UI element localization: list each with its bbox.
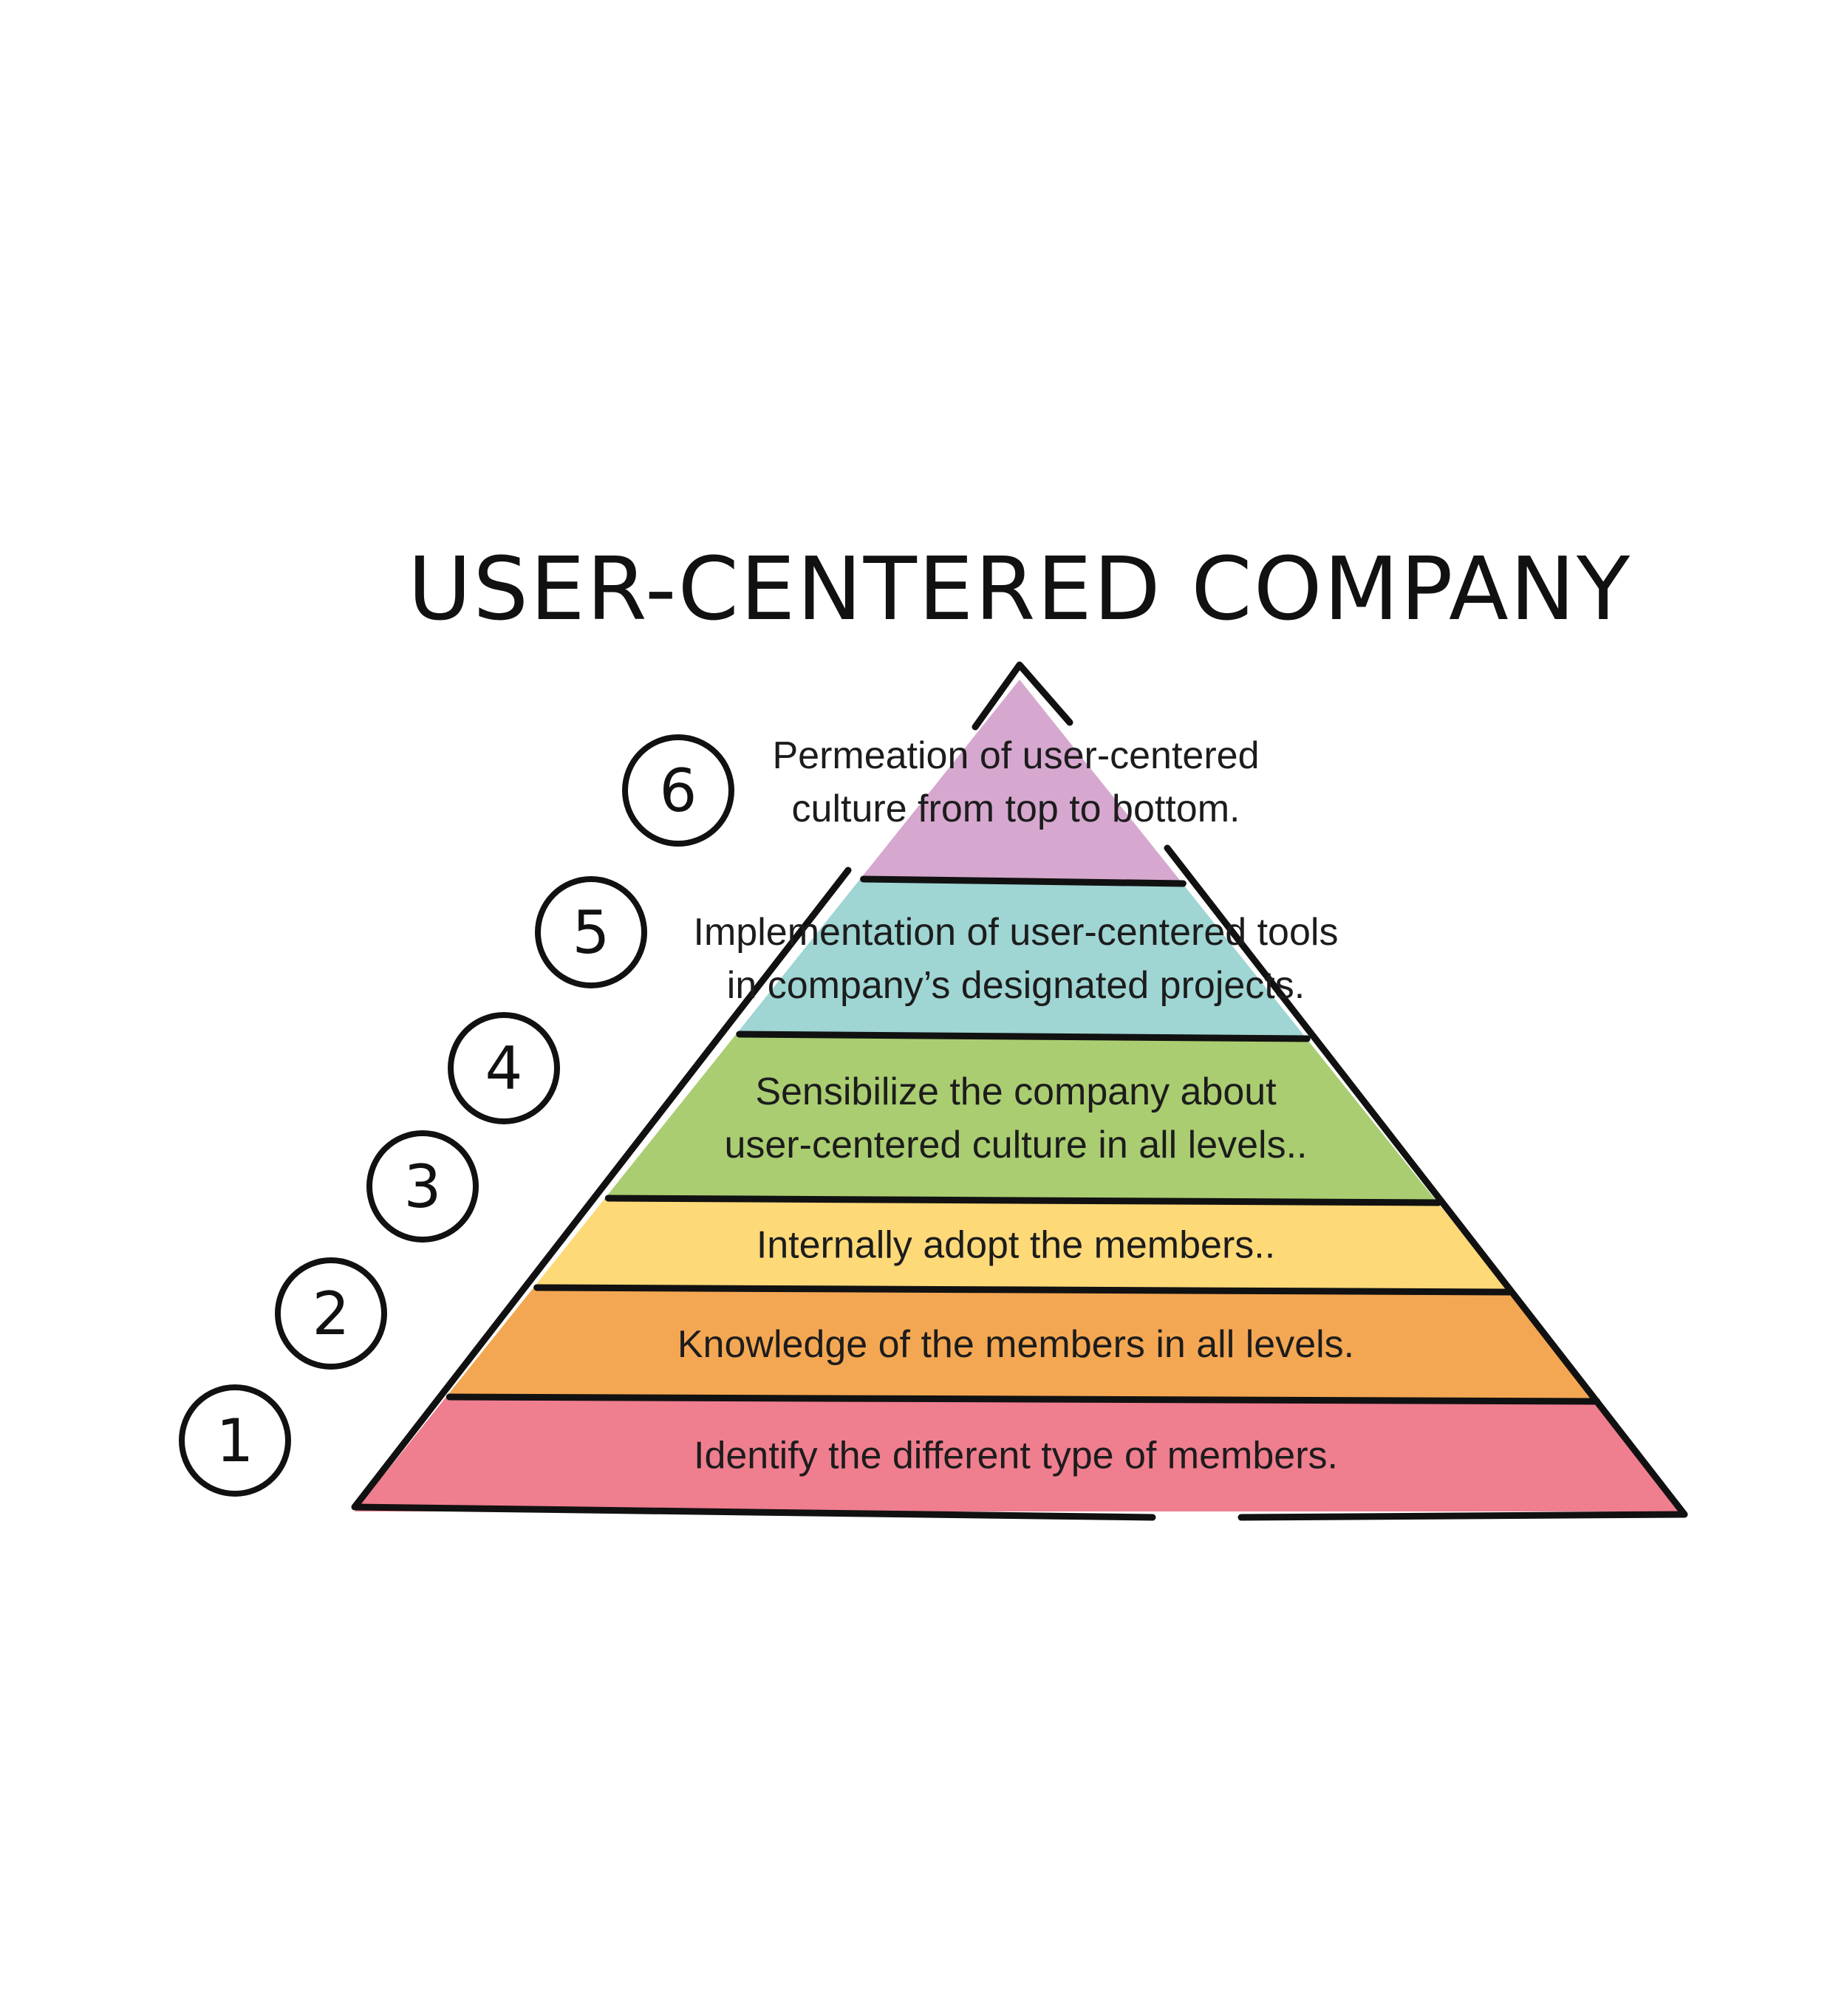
step-number-6: 6 (660, 756, 697, 825)
layer-divider (533, 1284, 1513, 1296)
layer-6-text: culture from top to bottom. (792, 787, 1240, 830)
layer-5-text: in company’s designated projects. (727, 964, 1305, 1007)
step-number-1: 1 (216, 1407, 254, 1475)
layer-1-text: Identify the different type of members. (694, 1435, 1338, 1477)
layer-divider (445, 1393, 1601, 1405)
layer-4-fill (604, 1036, 1435, 1200)
layer-2-text: Knowledge of the members in all levels. (677, 1323, 1354, 1366)
layer-5-fill (734, 881, 1305, 1036)
layer-texts: Permeation of user-centered culture from … (677, 734, 1354, 1477)
layer-3-text: Internally adopt the members.. (757, 1224, 1275, 1267)
step-number-3: 3 (404, 1152, 442, 1221)
step-number-5: 5 (573, 898, 610, 967)
diagram-title: USER-CENTERED COMPANY (408, 538, 1631, 640)
layer-dividers (445, 875, 1601, 1405)
layer-1-fill (355, 1398, 1684, 1511)
step-circle-2 (275, 1257, 387, 1370)
pyramid-outline (351, 661, 1688, 1521)
layer-6-fill (858, 680, 1181, 881)
step-number-4: 4 (485, 1034, 523, 1103)
layer-4-text: user-centered culture in all levels.. (724, 1124, 1307, 1166)
layer-3-fill (532, 1200, 1507, 1289)
step-circle-4 (448, 1012, 560, 1124)
layer-divider (604, 1195, 1442, 1206)
layer-4-text: Sensibilize the company about (755, 1070, 1277, 1113)
layer-2-fill (445, 1289, 1594, 1398)
layer-5-text: Implementation of user-centered tools (694, 911, 1339, 954)
step-circle-1 (179, 1384, 291, 1497)
layer-6-text: Permeation of user-centered (772, 734, 1259, 777)
step-circle-5 (535, 876, 647, 988)
layer-fills (355, 680, 1684, 1511)
step-circle-3 (366, 1130, 479, 1243)
layer-divider (736, 1031, 1311, 1042)
layer-divider (860, 875, 1187, 887)
step-number-2: 2 (313, 1279, 350, 1348)
step-circle-6 (622, 734, 734, 847)
